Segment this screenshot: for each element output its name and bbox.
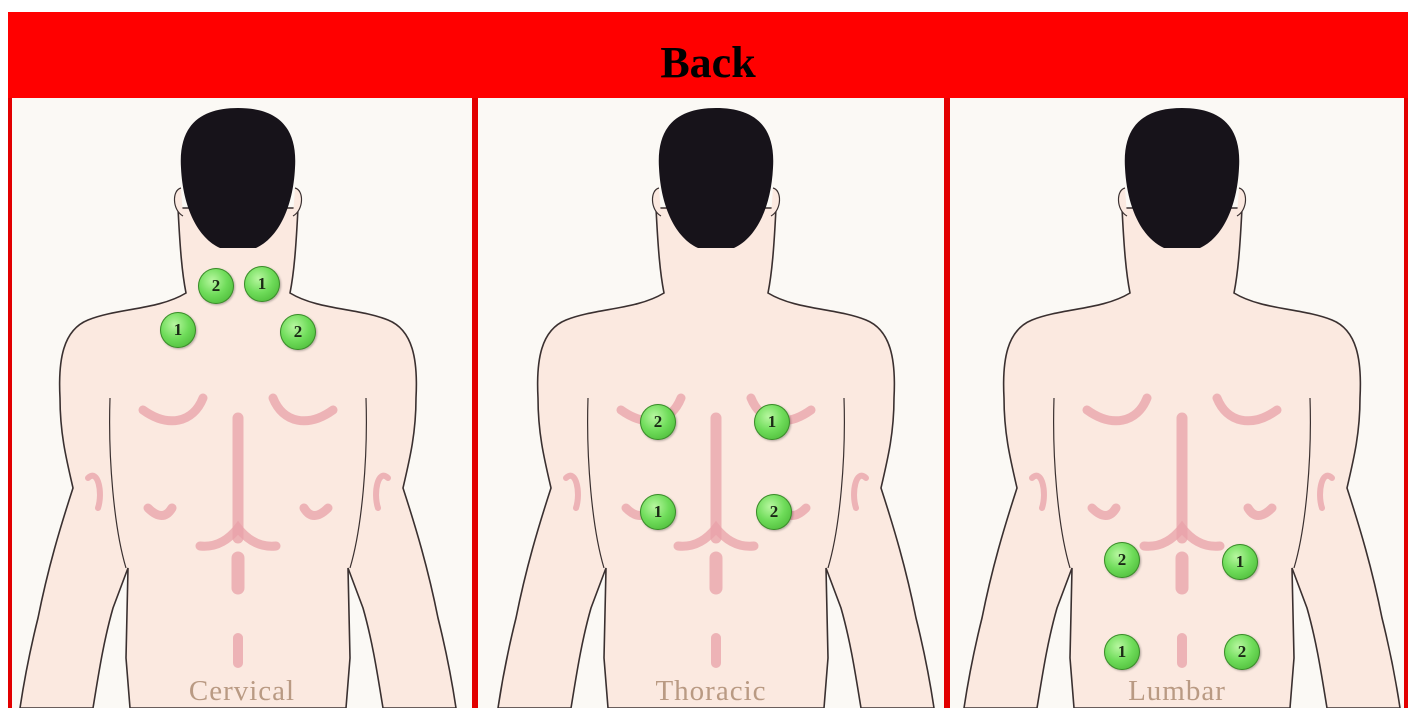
page-title: Back [660, 37, 755, 88]
panel-label-thoracic: Thoracic [478, 675, 944, 708]
panel-thoracic: Thoracic 2 1 1 2 [478, 98, 944, 708]
marker-cervical-right-shoulder: 2 [280, 314, 316, 350]
diagram-frame: Back Cervical 2 1 1 2 Thoracic 2 1 1 2 L… [8, 12, 1408, 708]
marker-cervical-left-neck: 2 [198, 268, 234, 304]
right-ear [293, 188, 302, 216]
marker-lumbar-upper-left: 2 [1104, 542, 1140, 578]
figure-group [964, 108, 1400, 708]
marker-lumbar-lower-right: 2 [1224, 634, 1260, 670]
marker-lumbar-lower-left: 1 [1104, 634, 1140, 670]
marker-lumbar-upper-right: 1 [1222, 544, 1258, 580]
head-hair [659, 108, 773, 248]
torso-illustration [478, 98, 944, 708]
panel-label-cervical: Cervical [12, 675, 472, 708]
marker-thoracic-lower-right: 2 [756, 494, 792, 530]
panel-lumbar: Lumbar 2 1 1 2 [950, 98, 1404, 708]
head-hair [181, 108, 295, 248]
figure-group [498, 108, 934, 708]
panel-label-lumbar: Lumbar [950, 675, 1404, 708]
marker-thoracic-lower-left: 1 [640, 494, 676, 530]
right-ear [1237, 188, 1246, 216]
torso-illustration [950, 98, 1404, 708]
marker-cervical-right-neck: 1 [244, 266, 280, 302]
marker-thoracic-upper-left: 2 [640, 404, 676, 440]
header-bar: Back [8, 12, 1408, 98]
left-ear [652, 188, 661, 216]
head-hair [1125, 108, 1239, 248]
torso-illustration [12, 98, 472, 708]
figure-group [20, 108, 456, 708]
panel-cervical: Cervical 2 1 1 2 [12, 98, 472, 708]
left-ear [174, 188, 183, 216]
marker-cervical-left-shoulder: 1 [160, 312, 196, 348]
marker-thoracic-upper-right: 1 [754, 404, 790, 440]
right-ear [771, 188, 780, 216]
left-ear [1118, 188, 1127, 216]
